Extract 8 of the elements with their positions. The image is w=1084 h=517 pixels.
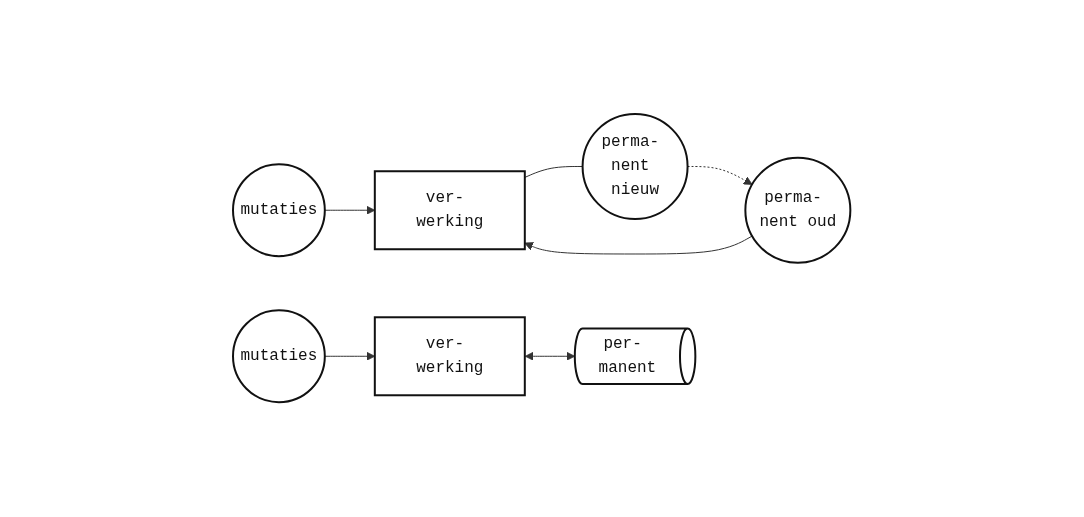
arrow [525, 352, 576, 362]
node-circle: perma- nent oud [744, 157, 852, 265]
node-box: ver- werking [374, 170, 527, 251]
node-box: ver- werking [374, 316, 527, 397]
node-text: per- manent [598, 335, 657, 378]
node-circle: mutaties [232, 309, 327, 404]
node-circle: mutaties [232, 163, 327, 258]
node-circle: perma- nent nieuw [581, 113, 689, 221]
